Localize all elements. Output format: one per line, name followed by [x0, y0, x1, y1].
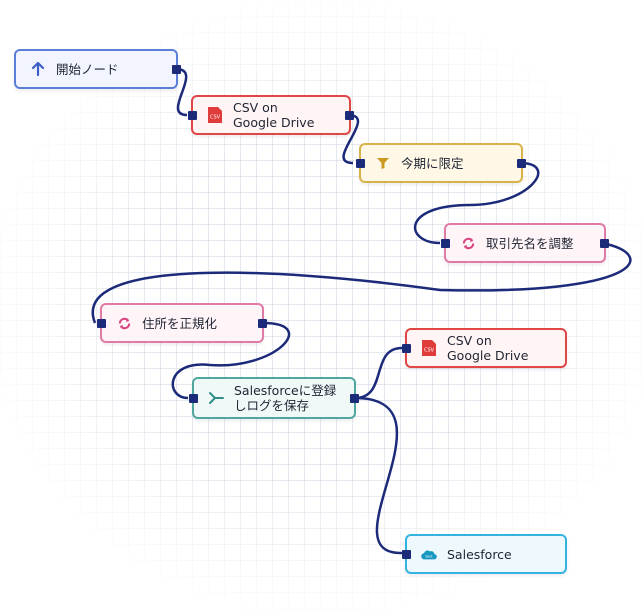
output-port[interactable] [345, 110, 354, 120]
salesforce-register-node[interactable]: Salesforceに登録 しログを保存 [189, 377, 359, 419]
node-label: 開始ノード [56, 61, 119, 77]
edge-normalize-merge [171, 321, 291, 400]
start-node[interactable]: 開始ノード [14, 49, 181, 89]
node-label: 住所を正規化 [142, 315, 218, 331]
arrow-up-icon [30, 61, 46, 77]
input-port[interactable] [189, 393, 198, 403]
input-port[interactable] [402, 549, 411, 559]
input-port[interactable] [188, 110, 197, 120]
edge-start-csv1 [175, 67, 188, 117]
input-port[interactable] [402, 343, 411, 353]
input-port[interactable] [97, 318, 106, 328]
node-label: Salesforce [447, 546, 512, 562]
output-port[interactable] [517, 158, 526, 168]
filter-icon [375, 155, 391, 171]
transform-icon [460, 235, 476, 251]
transform-icon [116, 315, 132, 331]
csv-file-icon: CSV [207, 107, 223, 123]
edge-filter-rename [413, 161, 540, 245]
svg-text:Sout: Sout [425, 554, 433, 558]
node-label: 取引先名を調整 [486, 235, 574, 251]
csv-google-drive-node[interactable]: CSV CSV on Google Drive [188, 95, 354, 135]
output-port[interactable] [350, 393, 359, 403]
node-label: 今期に限定 [401, 155, 464, 171]
node-label: CSV on Google Drive [233, 100, 315, 130]
normalize-address-node[interactable]: 住所を正規化 [97, 303, 267, 343]
merge-icon [208, 390, 224, 406]
input-port[interactable] [356, 158, 365, 168]
salesforce-node[interactable]: Sout Salesforce [402, 534, 567, 574]
output-port[interactable] [600, 238, 609, 248]
output-port[interactable] [258, 318, 267, 328]
svg-text:CSV: CSV [210, 115, 221, 121]
svg-text:CSV: CSV [424, 348, 435, 354]
edge-merge-csv2 [354, 346, 403, 400]
csv-file-icon: CSV [421, 340, 437, 356]
filter-node[interactable]: 今期に限定 [356, 143, 526, 183]
edge-csv1-filter [342, 113, 360, 165]
input-port[interactable] [441, 238, 450, 248]
rename-account-node[interactable]: 取引先名を調整 [441, 223, 609, 263]
node-label: Salesforceに登録 しログを保存 [234, 383, 337, 413]
node-label: CSV on Google Drive [447, 333, 529, 363]
csv-google-drive-node[interactable]: CSV CSV on Google Drive [402, 328, 567, 368]
salesforce-cloud-icon: Sout [421, 546, 437, 562]
edge-merge-salesforce [354, 396, 403, 555]
output-port[interactable] [172, 64, 181, 74]
edge-rename-normalize [91, 241, 632, 324]
